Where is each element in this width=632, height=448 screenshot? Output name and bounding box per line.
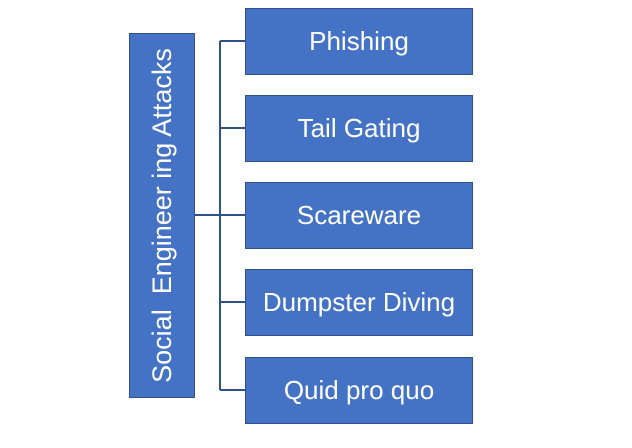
- root-node-label: Social Engineer ing Attacks: [146, 48, 177, 383]
- child-node-label: Phishing: [309, 26, 409, 56]
- child-node-dumpster-diving: Dumpster Diving: [245, 269, 473, 336]
- child-node-label: Dumpster Diving: [262, 287, 456, 317]
- child-node-scareware: Scareware: [245, 182, 473, 249]
- child-node-tail-gating: Tail Gating: [245, 95, 473, 162]
- child-node-quid-pro-quo: Quid pro quo: [245, 357, 473, 424]
- root-node: Social Engineer ing Attacks: [129, 33, 195, 398]
- child-node-label: Tail Gating: [297, 113, 421, 143]
- child-node-phishing: Phishing: [245, 8, 473, 75]
- child-node-label: Quid pro quo: [283, 375, 435, 405]
- child-node-label: Scareware: [296, 200, 422, 230]
